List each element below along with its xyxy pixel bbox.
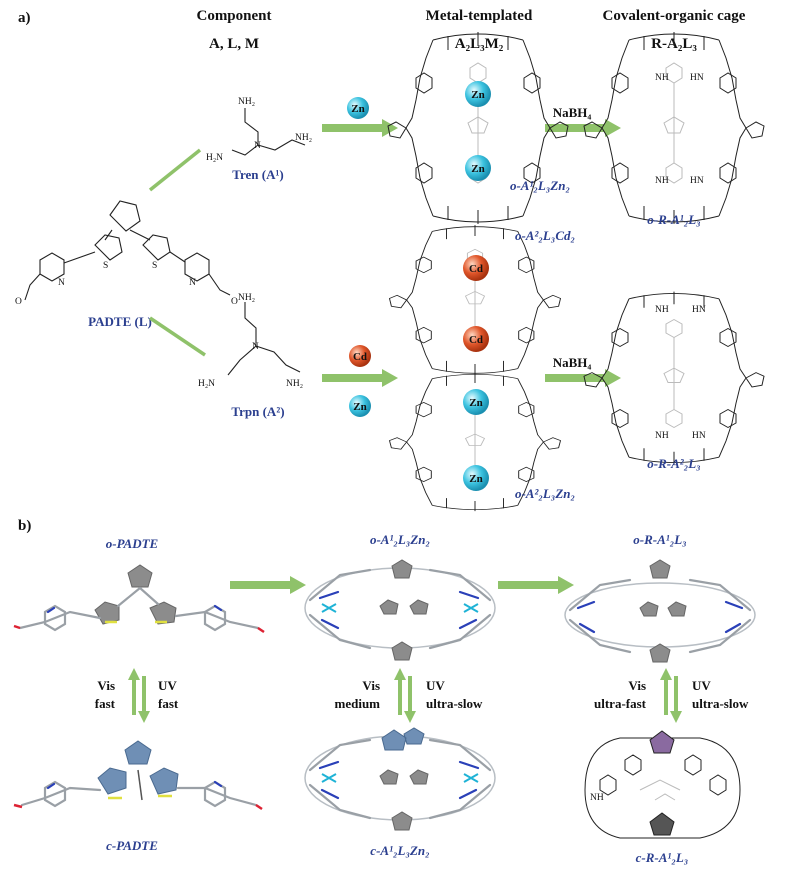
- cage1-nh-bottom: NH: [655, 176, 669, 186]
- cd-sphere-cage-top: [463, 255, 489, 281]
- cd-sphere-cage-bottom: [463, 326, 489, 352]
- cage2-organic-label: o-R-A²₂L₃: [647, 456, 700, 471]
- switch3-uv: UV: [692, 678, 711, 693]
- zn-sphere-reagent-1: [347, 97, 369, 119]
- cage1-nh: NH: [655, 73, 669, 83]
- cage2-cd-label: o-A²₂L₃Cd₂: [515, 228, 575, 243]
- c-a1l3zn2-model: [304, 727, 496, 831]
- zn-sphere-reagent-2: [349, 395, 371, 417]
- zn-cage1-bottom-label: Zn: [471, 163, 484, 175]
- nabh4-label-1: NaBH₄: [553, 105, 592, 120]
- c-r-a1l3-structure: NH: [584, 730, 741, 839]
- o-r-a1l3-model: [564, 559, 756, 663]
- chem-n-left: N: [58, 278, 65, 288]
- nabh4-label-2: NaBH₄: [553, 355, 592, 370]
- zn-sphere-cage1-bottom: [465, 155, 491, 181]
- switch3-vis: Vis: [628, 678, 646, 693]
- tren-structure: NH₂ N NH₂ H₂N: [206, 97, 312, 163]
- c-cage-nh: NH: [590, 793, 604, 803]
- tren-nh2-right: NH₂: [295, 133, 312, 143]
- tren-h2n-left: H₂N: [206, 153, 223, 163]
- zn-sphere-cage2-bottom: [463, 465, 489, 491]
- cd-sphere-reagent: [349, 345, 371, 367]
- header-metal-sub: A₂L₃M₂: [455, 36, 504, 52]
- zn-cage2-top-label: Zn: [469, 397, 482, 409]
- cd-cage-top-label: Cd: [469, 263, 483, 275]
- arrow-nabh4-row1: [545, 119, 621, 137]
- trpn-h2n-left: H₂N: [198, 379, 215, 389]
- chem-s-right: S: [152, 261, 157, 271]
- cage1-hn-bottom: HN: [690, 176, 704, 186]
- cage-a2-cd: [389, 224, 561, 376]
- cage2-hn: HN: [692, 305, 706, 315]
- zn-reagent-2-label: Zn: [353, 401, 366, 413]
- switch2-uv: UV: [426, 678, 445, 693]
- trpn-nh2-top: NH₂: [238, 293, 255, 303]
- o-padte-model: [13, 564, 265, 634]
- panel-a-label: a): [18, 10, 31, 26]
- cage1-organic-label: o-R-A¹₂L₃: [647, 212, 700, 227]
- chem-o-right: O: [231, 297, 238, 307]
- trpn-nh2-right: NH₂: [286, 379, 303, 389]
- trpn-n-center: N: [252, 342, 259, 352]
- cage1-metal-label: o-A¹₂L₃Zn₂: [510, 178, 570, 193]
- b-top-col3-label: o-R-A¹₂L₃: [633, 532, 686, 547]
- o-a1l3zn2-model: [304, 559, 496, 661]
- link-line-upper: [148, 148, 202, 192]
- switch2-vis-rate: medium: [335, 696, 381, 711]
- header-covalent-cage: Covalent-organic cage: [603, 8, 746, 24]
- chem-n-right: N: [189, 278, 196, 288]
- b-bottom-col3-label: c-R-A¹₂L₃: [636, 850, 689, 865]
- switch3-uv-rate: ultra-slow: [692, 696, 749, 711]
- switch3-vis-rate: ultra-fast: [594, 696, 647, 711]
- b-bottom-col2-label: c-A¹₂L₃Zn₂: [370, 843, 429, 858]
- link-line-lower: [149, 316, 206, 357]
- arrow-nabh4-row2: [545, 369, 621, 387]
- b-top-col2-label: o-A¹₂L₃Zn₂: [370, 532, 430, 547]
- zn-cage1-top-label: Zn: [471, 89, 484, 101]
- switch-arrows-3: [660, 668, 682, 723]
- switch1-vis: Vis: [97, 678, 115, 693]
- padte-label: PADTE (L): [88, 314, 152, 329]
- cd-reagent-label: Cd: [353, 351, 367, 363]
- tren-n-center: N: [254, 141, 261, 151]
- chem-o-left: O: [15, 297, 22, 307]
- zn-cage2-bottom-label: Zn: [469, 473, 482, 485]
- arrow-b-top-1: [230, 576, 306, 594]
- arrow-b-top-2: [498, 576, 574, 594]
- cd-cage-bottom-label: Cd: [469, 334, 483, 346]
- header-metal-templated: Metal-templated: [426, 8, 533, 24]
- b-top-col1-label: o-PADTE: [106, 536, 159, 551]
- trpn-structure: NH₂ N NH₂ H₂N: [198, 293, 303, 389]
- zn-sphere-cage1-top: [465, 81, 491, 107]
- chem-s-left: S: [103, 261, 108, 271]
- arrow-cd-zn-row2: [322, 369, 398, 387]
- cage-a1-zn: [387, 31, 569, 225]
- c-padte-model: [13, 740, 263, 811]
- switch2-uv-rate: ultra-slow: [426, 696, 483, 711]
- switch1-vis-rate: fast: [95, 696, 116, 711]
- switch-arrows-2: [394, 668, 416, 723]
- cage2-nh: NH: [655, 305, 669, 315]
- cage2-hn-bottom: HN: [692, 431, 706, 441]
- trpn-label: Trpn (A²): [231, 404, 284, 419]
- switch1-uv: UV: [158, 678, 177, 693]
- zn-reagent-1-label: Zn: [351, 103, 364, 115]
- panel-b-label: b): [18, 518, 31, 534]
- header-component-sub: A, L, M: [209, 36, 259, 52]
- switch2-vis: Vis: [362, 678, 380, 693]
- padte-structure: N N S S O O: [15, 200, 238, 307]
- b-bottom-col1-label: c-PADTE: [106, 838, 158, 853]
- switch-arrows-1: [128, 668, 150, 723]
- cage2-nh-bottom: NH: [655, 431, 669, 441]
- cage2-zn-label: o-A²₂L₃Zn₂: [515, 486, 575, 501]
- tren-nh2-top: NH₂: [238, 97, 255, 107]
- cage1-hn: HN: [690, 73, 704, 83]
- arrow-zn-row1: [322, 119, 398, 137]
- header-component: Component: [196, 8, 271, 24]
- zn-sphere-cage2-top: [463, 389, 489, 415]
- tren-label: Tren (A¹): [232, 167, 283, 182]
- switch1-uv-rate: fast: [158, 696, 179, 711]
